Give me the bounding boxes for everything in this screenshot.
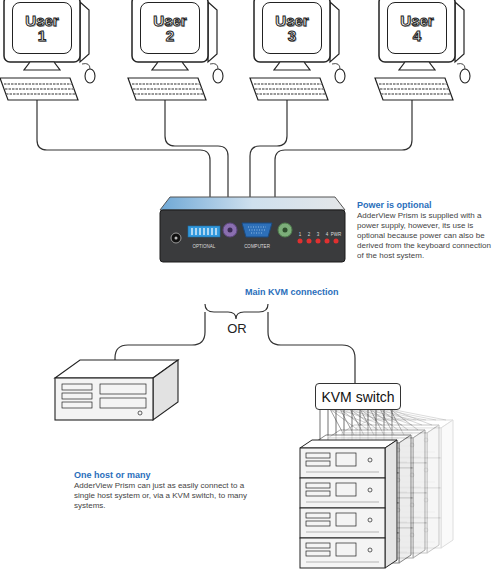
user-station <box>375 0 470 100</box>
server-front <box>300 440 397 568</box>
user-station <box>250 0 345 100</box>
led-label: PWR <box>329 232 343 237</box>
monitor-screen: User 2 <box>140 2 200 54</box>
note-heading: Power is optional <box>357 200 499 211</box>
note-heading: One host or many <box>74 470 254 481</box>
monitor-screen: User 4 <box>387 2 447 54</box>
node-text: KVM switch <box>321 389 394 405</box>
user-station <box>128 0 223 100</box>
node-text: User 4 <box>396 13 438 43</box>
note-body: AdderView Prism can just as easily conne… <box>74 481 266 511</box>
adderview-prism-unit <box>160 197 345 262</box>
port-label: OPTIONAL <box>184 244 224 249</box>
user-station <box>0 0 95 100</box>
user-cables <box>37 100 412 201</box>
note-body: AdderView Prism is supplied with a power… <box>357 211 491 261</box>
port-label: COMPUTER <box>237 244 277 249</box>
led-number: 2 <box>305 232 313 237</box>
user-stations <box>0 0 470 100</box>
kvm-switch-box: KVM switch <box>315 383 401 410</box>
node-text: User 2 <box>149 13 191 43</box>
switch-cable <box>268 312 355 383</box>
choice-label: OR <box>222 322 252 336</box>
node-text: User 3 <box>271 13 313 43</box>
led-number: 1 <box>296 232 304 237</box>
monitor-screen: User 3 <box>262 2 322 54</box>
single-host-pc <box>55 360 178 420</box>
connection-label: Main KVM connection <box>245 287 375 298</box>
node-text: User 1 <box>21 13 63 43</box>
led-number: 4 <box>323 232 331 237</box>
monitor-screen: User 1 <box>12 2 72 54</box>
led-number: 3 <box>314 232 322 237</box>
server-stack <box>300 420 453 568</box>
